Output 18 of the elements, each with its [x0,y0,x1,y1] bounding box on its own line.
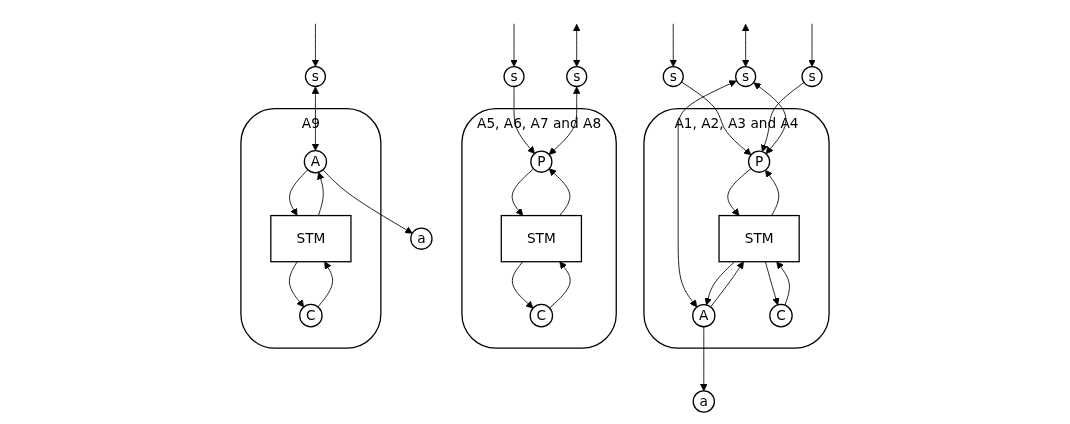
node-circle: C [299,303,323,328]
node-circle: A [692,303,716,328]
node-circle: a [692,390,716,413]
node-box: STM [718,214,800,263]
node-circle: P [530,150,553,173]
node-box: STM [500,214,583,263]
node-circle: s [566,65,588,88]
node-circle: s [735,65,757,88]
node-box: STM [270,214,352,263]
node-circle: P [747,150,771,173]
node-circle: C [529,303,554,328]
node-circle: a [410,227,433,250]
node-circle: s [503,65,525,88]
node-circle: s [304,65,327,88]
node-circle: C [769,303,793,328]
node-circle: s [801,65,823,88]
node-circle: s [662,65,684,88]
node-circle: A [303,150,328,174]
